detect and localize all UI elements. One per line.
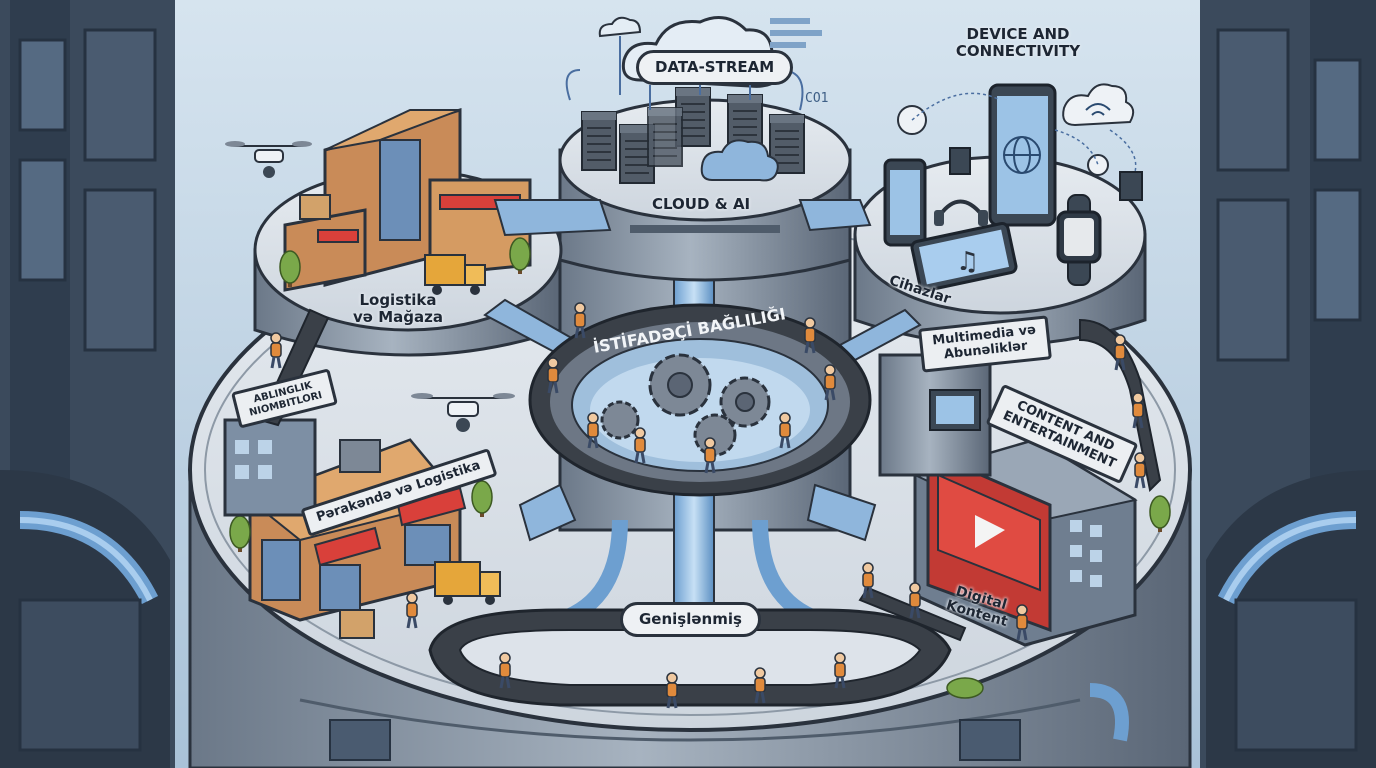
play-button-icon — [975, 515, 1005, 548]
code-text: CO1 — [805, 91, 828, 106]
device-connectivity-label: DEVICE AND CONNECTIVITY — [948, 25, 1088, 61]
left-small-building — [223, 418, 317, 517]
cloud-ai-label: CLOUD & AI — [652, 195, 751, 213]
device-connectivity-line-2: CONNECTIVITY — [955, 42, 1081, 61]
drone-icon — [225, 141, 312, 178]
globe-icon — [1003, 136, 1041, 174]
logistics-store-line-2: və Mağaza — [353, 308, 443, 327]
logistics-store-label: Logistika və Mağaza — [338, 291, 458, 327]
expanded-label: Genişlənmiş — [620, 602, 761, 638]
smartphone-icon — [883, 158, 927, 247]
data-stream-label: DATA-STREAM — [636, 50, 794, 86]
headphones-icon — [934, 199, 988, 226]
right-tower — [878, 353, 992, 477]
left-machinery — [0, 0, 175, 768]
svg-text:♫: ♫ — [956, 247, 979, 277]
smartwatch-icon — [1056, 194, 1102, 286]
drone-icon — [411, 393, 515, 432]
gear-icon — [600, 353, 771, 457]
package-icon — [299, 194, 331, 220]
delivery-truck-icon — [434, 561, 501, 605]
wifi-cloud-icon — [1062, 83, 1135, 127]
delivery-truck-icon — [424, 254, 486, 295]
conveyor-belts — [258, 308, 1162, 707]
store-awning-icon — [313, 486, 467, 567]
right-machinery — [1200, 0, 1376, 768]
bridges — [483, 199, 922, 542]
logistics-store-line-1: Logistika — [359, 291, 437, 309]
retail-logistics-building — [229, 438, 493, 622]
cloud-icon — [700, 139, 779, 182]
music-note-icon: ♫ — [910, 221, 1018, 293]
connectivity-network — [897, 92, 1143, 201]
device-connectivity-line-1: DEVICE AND — [966, 25, 1070, 43]
